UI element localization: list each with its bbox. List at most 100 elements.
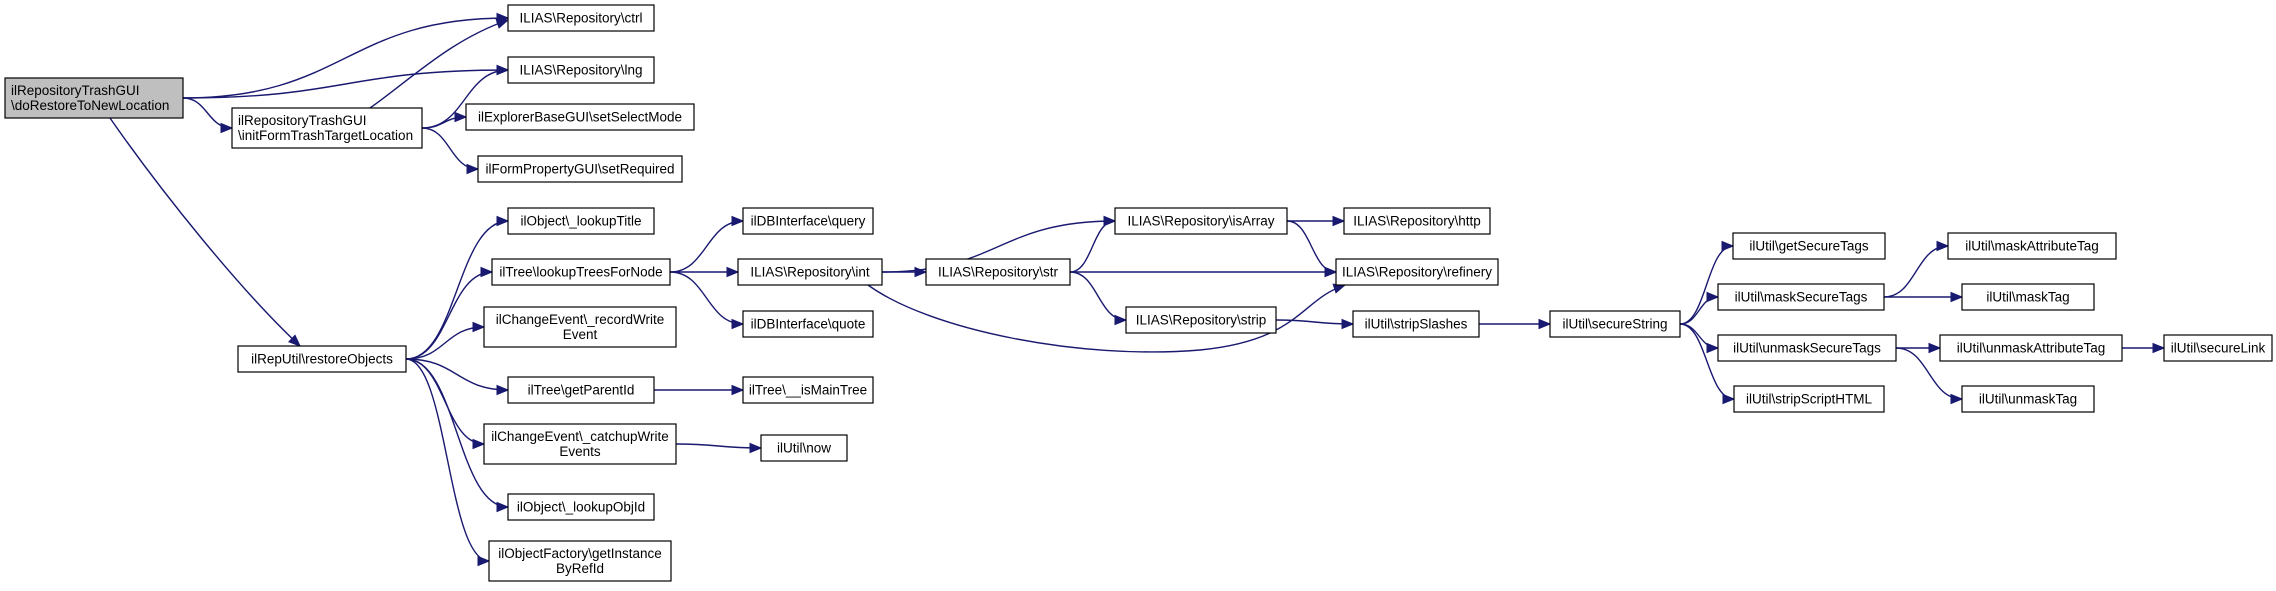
node-maskAttributeTag[interactable]: ilUtil\maskAttributeTag [1947, 232, 2117, 260]
node-now[interactable]: ilUtil\now [760, 434, 848, 462]
node-box [237, 345, 407, 373]
edge-root-to-initForm [182, 97, 234, 134]
node-label: ilUtil\secureLink [2171, 341, 2266, 356]
node-label: \doRestoreToNewLocation [11, 98, 169, 113]
edge-unmaskSecureTags-to-unmaskTag [1895, 347, 1964, 405]
node-label: ilRepositoryTrashGUI [11, 83, 140, 98]
node-label: ILIAS\Repository\isArray [1127, 214, 1274, 229]
node-stripScriptHTML[interactable]: ilUtil\stripScriptHTML [1733, 385, 1885, 413]
node-box [1939, 334, 2123, 362]
node-label: ilTree\lookupTreesForNode [499, 265, 662, 280]
call-nodes: ilRepositoryTrashGUI\doRestoreToNewLocat… [4, 4, 2273, 582]
node-secureString[interactable]: ilUtil\secureString [1549, 310, 1681, 338]
arrowhead [749, 442, 763, 454]
node-label: ilTree\getParentId [528, 383, 635, 398]
arrowhead [496, 215, 510, 227]
edge-restoreObjects-to-getParentId [405, 358, 510, 396]
arrowhead [454, 111, 468, 123]
node-box [1125, 306, 1277, 334]
node-ctrl[interactable]: ILIAS\Repository\ctrl [507, 4, 655, 32]
call-edges [109, 12, 2166, 567]
node-unmaskSecureTags[interactable]: ilUtil\unmaskSecureTags [1717, 334, 1897, 362]
node-query[interactable]: ilDBInterface\query [742, 207, 874, 235]
node-box [2163, 334, 2273, 362]
node-box [507, 493, 655, 521]
node-setSelectMode[interactable]: ilExplorerBaseGUI\setSelectMode [465, 103, 695, 131]
arrowhead [288, 334, 301, 347]
node-lng[interactable]: ILIAS\Repository\lng [507, 56, 655, 84]
node-box [465, 103, 695, 131]
node-root[interactable]: ilRepositoryTrashGUI\doRestoreToNewLocat… [4, 77, 184, 119]
edge-restoreObjects-to-recordWrite [405, 321, 486, 360]
node-secureLink[interactable]: ilUtil\secureLink [2163, 334, 2273, 362]
arrowhead [220, 122, 234, 134]
node-http[interactable]: ILIAS\Repository\http [1343, 207, 1491, 235]
edge-initForm-to-setRequired [421, 127, 480, 175]
node-lookupObjId[interactable]: ilObject\_lookupObjId [507, 493, 655, 521]
node-box [1961, 283, 2095, 311]
node-label: ilUtil\now [777, 441, 831, 456]
node-box [507, 207, 655, 235]
node-str[interactable]: ILIAS\Repository\str [925, 258, 1071, 286]
node-box [488, 540, 672, 582]
node-box [1114, 207, 1288, 235]
node-label: ilDBInterface\query [751, 214, 866, 229]
arrowhead [731, 215, 745, 227]
edge-restoreObjects-to-getInstance [405, 358, 491, 567]
arrowhead [726, 266, 740, 278]
node-label: ilRepositoryTrashGUI [238, 113, 367, 128]
arrowhead [731, 384, 745, 396]
node-lookupTitle[interactable]: ilObject\_lookupTitle [507, 207, 655, 235]
arrowhead [1706, 291, 1720, 303]
node-getSecureTags[interactable]: ilUtil\getSecureTags [1732, 232, 1886, 260]
node-unmaskAttributeTag[interactable]: ilUtil\unmaskAttributeTag [1939, 334, 2123, 362]
node-label: ilUtil\maskSecureTags [1735, 290, 1868, 305]
node-initForm[interactable]: ilRepositoryTrashGUI\initFormTrashTarget… [231, 107, 423, 149]
node-label: ilUtil\stripScriptHTML [1746, 392, 1873, 407]
node-box [742, 376, 874, 404]
edge-lookupTrees-to-query [669, 215, 745, 273]
arrowhead [1538, 318, 1552, 330]
node-label: ILIAS\Repository\strip [1136, 313, 1267, 328]
node-restoreObjects[interactable]: ilRepUtil\restoreObjects [237, 345, 407, 373]
edge-catchupWrite-to-now [675, 442, 763, 454]
node-box [1947, 232, 2117, 260]
node-box [1717, 283, 1885, 311]
node-label: ilExplorerBaseGUI\setSelectMode [478, 110, 682, 125]
node-label: ilDBInterface\quote [751, 317, 866, 332]
arrowhead [731, 318, 745, 330]
edge-isArray-to-http [1287, 215, 1346, 227]
node-getParentId[interactable]: ilTree\getParentId [507, 376, 655, 404]
node-label: ilUtil\getSecureTags [1749, 239, 1869, 254]
node-box [742, 207, 874, 235]
node-label: ilRepUtil\restoreObjects [251, 352, 393, 367]
node-isArray[interactable]: ILIAS\Repository\isArray [1114, 207, 1288, 235]
node-stripSlashes[interactable]: ilUtil\stripSlashes [1352, 310, 1480, 338]
node-unmaskTag[interactable]: ilUtil\unmaskTag [1961, 385, 2095, 413]
node-label: ILIAS\Repository\ctrl [519, 11, 642, 26]
arrowhead [1114, 314, 1128, 326]
node-box [1733, 385, 1885, 413]
node-isMainTree[interactable]: ilTree\__isMainTree [742, 376, 874, 404]
node-refinery[interactable]: ILIAS\Repository\refinery [1335, 258, 1499, 286]
node-label: ILIAS\Repository\refinery [1342, 265, 1492, 280]
node-label: ILIAS\Repository\int [750, 265, 870, 280]
node-strip[interactable]: ILIAS\Repository\strip [1125, 306, 1277, 334]
node-lookupTrees[interactable]: ilTree\lookupTreesForNode [491, 258, 671, 286]
node-maskSecureTags[interactable]: ilUtil\maskSecureTags [1717, 283, 1885, 311]
node-maskTag[interactable]: ilUtil\maskTag [1961, 283, 2095, 311]
node-label: ilUtil\unmaskAttributeTag [1957, 341, 2106, 356]
node-label: ilUtil\unmaskSecureTags [1733, 341, 1881, 356]
node-label: ilTree\__isMainTree [749, 383, 867, 398]
node-quote[interactable]: ilDBInterface\quote [742, 310, 874, 338]
edge-secureString-to-unmaskSecureTags [1679, 323, 1720, 354]
node-int[interactable]: ILIAS\Repository\int [737, 258, 883, 286]
edge-stripSlashes-to-secureString [1479, 318, 1552, 330]
arrowhead [1928, 342, 1942, 354]
node-box [1732, 232, 1886, 260]
arrowhead [1721, 240, 1735, 252]
node-setRequired[interactable]: ilFormPropertyGUI\setRequired [477, 155, 683, 183]
